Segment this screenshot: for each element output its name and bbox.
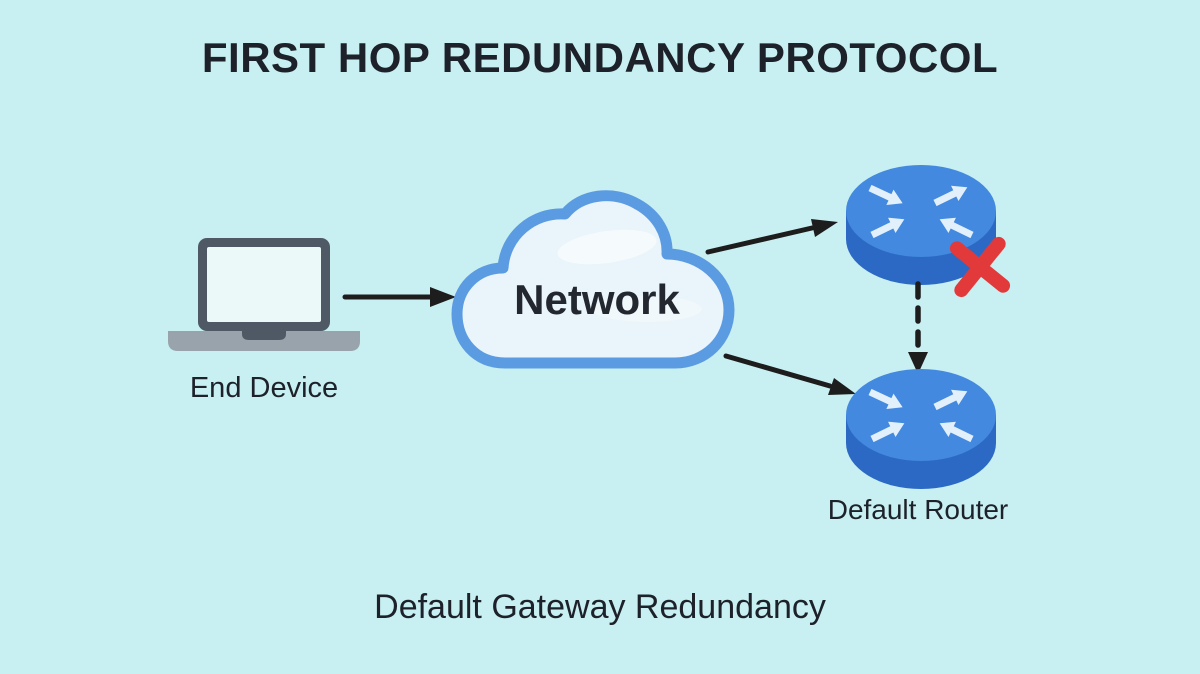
end-device-label: End Device (189, 372, 339, 404)
arrow-device-to-network (342, 287, 456, 307)
laptop-icon (168, 238, 360, 351)
network-label: Network (514, 276, 680, 323)
dashed-failover-arrow (908, 281, 928, 374)
router-icon-default (846, 369, 996, 489)
page-title: FIRST HOP REDUNDANCY PROTOCOL (201, 34, 999, 81)
default-router-label: Default Router (827, 494, 1009, 525)
arrow-network-to-default-router (723, 353, 856, 395)
cloud-icon (451, 190, 735, 369)
router-icon-failed (846, 165, 996, 285)
red-x-icon (949, 236, 1011, 298)
caption-text: Default Gateway Redundancy (374, 588, 826, 626)
arrow-network-to-failed-router (705, 219, 838, 255)
